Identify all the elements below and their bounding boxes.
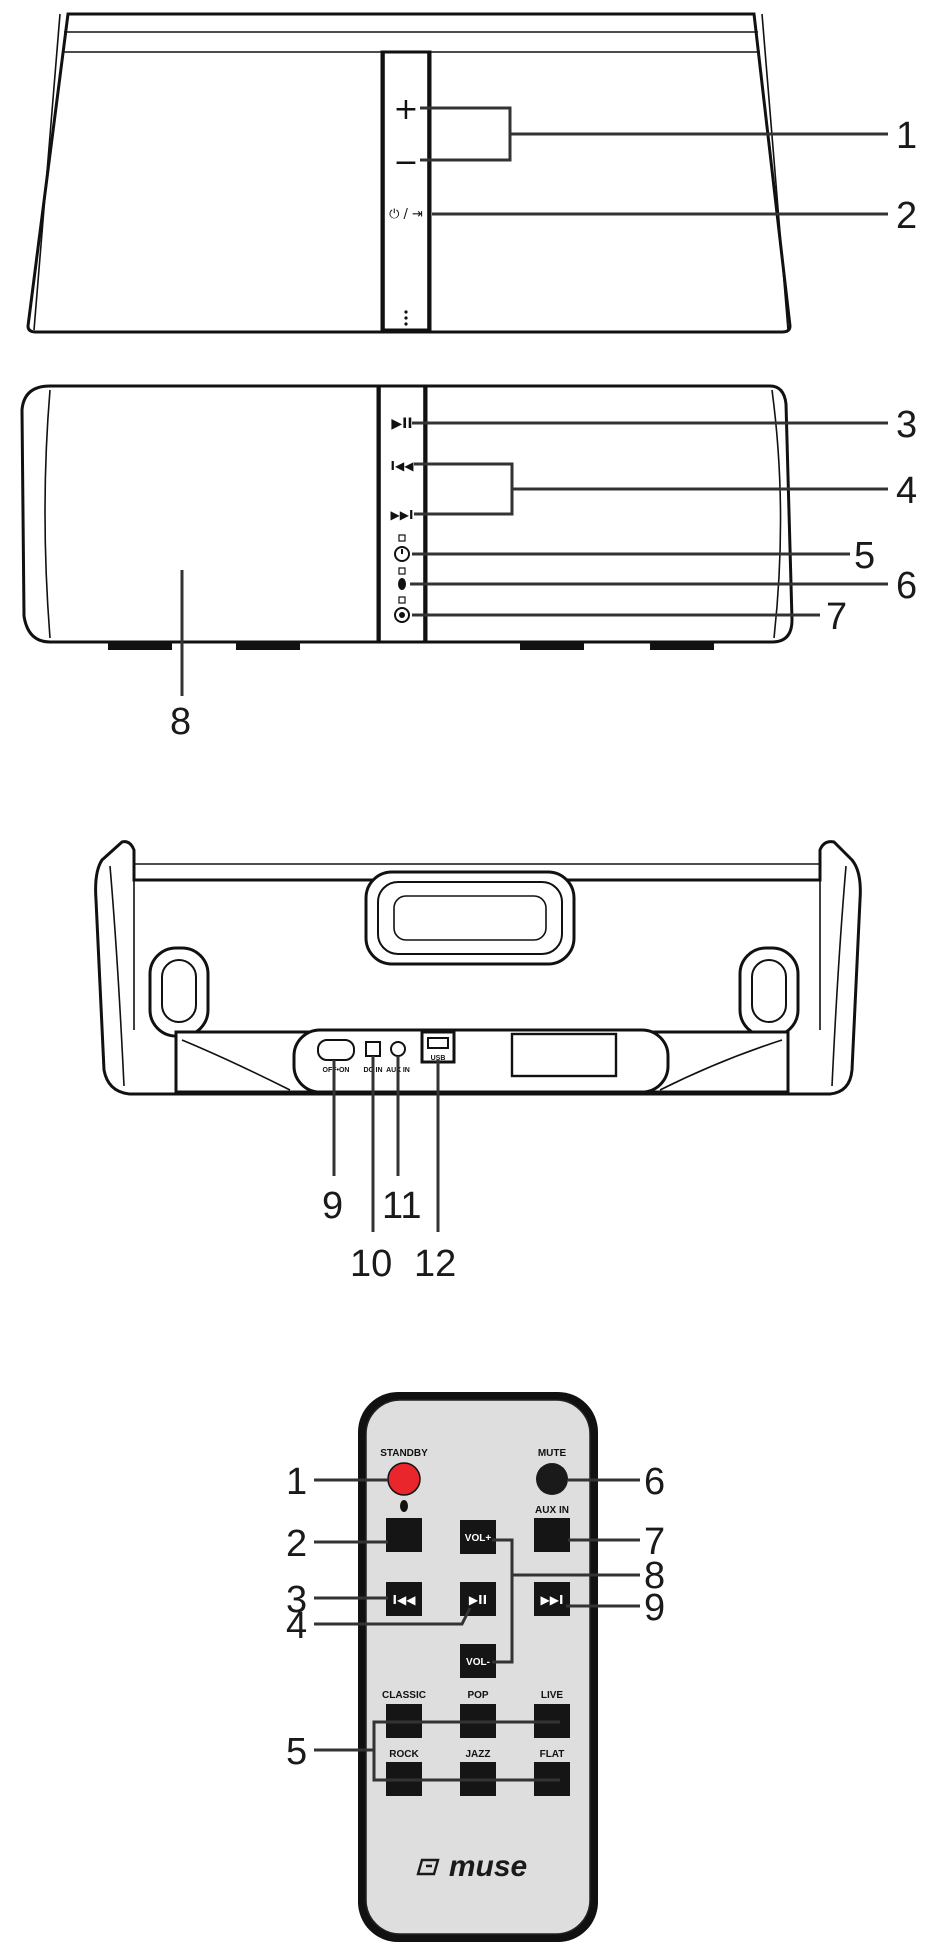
back-view: OFF•ON DC IN AUX IN USB 9 10 11 12	[94, 840, 862, 1285]
mute-button[interactable]	[536, 1463, 568, 1495]
callout-back-12: 12	[414, 1243, 456, 1285]
bluetooth-icon	[400, 1500, 408, 1512]
callout-front-4: 4	[896, 470, 917, 512]
next-icon: ▶▶I	[391, 508, 414, 522]
play-pause-button[interactable]	[460, 1582, 496, 1616]
next-button[interactable]	[534, 1582, 570, 1616]
remote-view: STANDBY MUTE VOL+ AUX IN I◀◀ ▶II ▶▶I VOL…	[286, 1392, 665, 1942]
brand-logo: muse	[449, 1850, 527, 1883]
callout-remote-3: 3	[286, 1579, 307, 1621]
aux-in-button[interactable]	[534, 1518, 570, 1552]
vol-plus-button[interactable]	[460, 1520, 496, 1554]
usb-label: USB	[431, 1055, 446, 1062]
minus-symbol: −	[393, 145, 418, 180]
muse-logo-mark	[416, 1858, 440, 1876]
bluetooth-button[interactable]	[386, 1518, 422, 1552]
plus-symbol: +	[393, 92, 418, 127]
prev-icon: I◀◀	[391, 459, 415, 473]
aux-icon	[394, 607, 410, 623]
power-source-icon: ⏻ / ⇥	[389, 207, 423, 222]
classic-label: CLASSIC	[382, 1690, 426, 1701]
callout-front-8: 8	[170, 701, 191, 743]
callout-remote-4: 4	[286, 1605, 307, 1647]
play-pause-icon: ▶II	[391, 416, 412, 432]
live-label: LIVE	[541, 1690, 564, 1701]
callout-remote-5: 5	[286, 1731, 307, 1773]
pop-label: POP	[467, 1690, 488, 1701]
bluetooth-icon	[398, 578, 406, 590]
power-button-icon	[394, 546, 410, 562]
vol-plus-label: VOL+	[465, 1533, 492, 1544]
switch-label: OFF•ON	[323, 1067, 350, 1074]
prev-icon: I◀◀	[393, 1593, 417, 1607]
top-view: + − ⏻ / ⇥ 1 2	[26, 12, 917, 334]
callout-remote-6: 6	[644, 1461, 665, 1503]
mute-label: MUTE	[538, 1448, 567, 1459]
standby-button[interactable]	[387, 1462, 421, 1496]
callout-front-3: 3	[896, 404, 917, 446]
callout-remote-1: 1	[286, 1461, 307, 1503]
callout-remote-2: 2	[286, 1523, 307, 1565]
aux-in-label: AUX IN	[535, 1505, 569, 1516]
callout-top-2: 2	[896, 195, 917, 237]
callout-back-9: 9	[322, 1185, 343, 1227]
play-pause-icon: ▶II	[469, 1593, 487, 1607]
vol-minus-label: VOL-	[466, 1657, 490, 1668]
vol-minus-button[interactable]	[460, 1644, 496, 1678]
callout-remote-7: 7	[644, 1521, 665, 1563]
callout-front-5: 5	[854, 535, 875, 577]
callout-remote-9: 9	[644, 1587, 665, 1629]
standby-label: STANDBY	[380, 1448, 428, 1459]
flat-label: FLAT	[540, 1749, 565, 1760]
front-view: ▶II I◀◀ ▶▶I 3 4 5 6 7 8	[20, 384, 917, 743]
callout-remote-8: 8	[644, 1555, 665, 1597]
callout-back-11: 11	[382, 1185, 421, 1227]
callout-front-6: 6	[896, 565, 917, 607]
next-icon: ▶▶I	[541, 1593, 564, 1607]
callout-back-10: 10	[350, 1243, 392, 1285]
jazz-label: JAZZ	[466, 1749, 491, 1760]
callout-front-7: 7	[826, 596, 847, 638]
prev-button[interactable]	[386, 1582, 422, 1616]
rock-label: ROCK	[389, 1749, 419, 1760]
callout-top-1: 1	[896, 115, 917, 157]
